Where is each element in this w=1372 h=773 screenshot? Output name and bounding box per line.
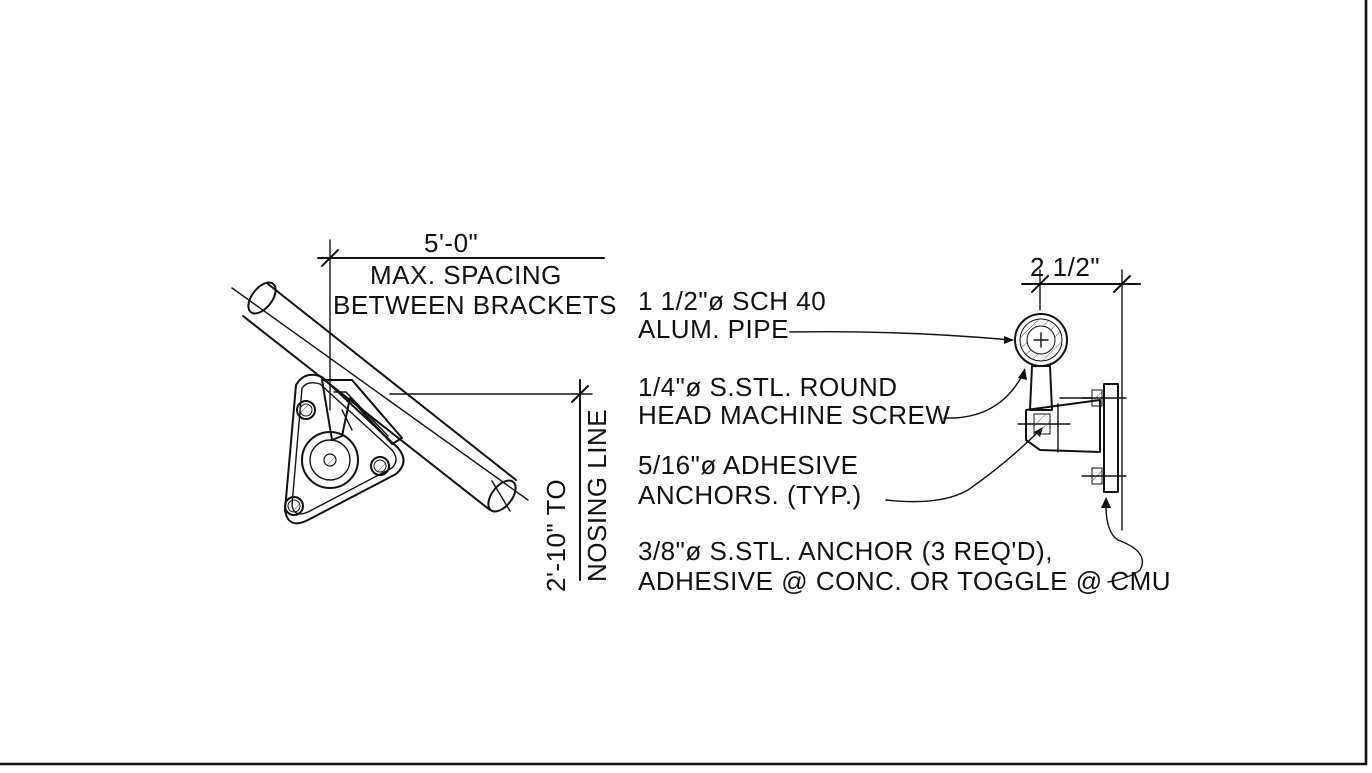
callout-notes: 1 1/2"ø SCH 40 ALUM. PIPE 1/4"ø S.STL. R…	[638, 286, 1171, 596]
callout-anchor-line2: ADHESIVE @ CONC. OR TOGGLE @ CMU	[638, 566, 1171, 596]
center-screw-icon	[323, 453, 337, 467]
anchor-bolt-icon	[370, 456, 390, 476]
section-view: 2 1/2"	[1014, 252, 1141, 531]
height-dimension-text: 2'-10" TO	[541, 479, 571, 592]
spacing-dimension-text: 5'-0"	[424, 228, 478, 258]
anchor-bolt-icon	[296, 400, 316, 420]
callout-screw-line2: HEAD MACHINE SCREW	[638, 400, 950, 430]
pipe-section	[1014, 313, 1068, 367]
bracket-section	[1017, 365, 1101, 453]
callout-anchors-line1: 5/16"ø ADHESIVE	[638, 450, 859, 480]
spacing-dimension: 5'-0" MAX. SPACING BETWEEN BRACKETS	[317, 228, 617, 411]
plan-view: 5'-0" MAX. SPACING BETWEEN BRACKETS	[231, 228, 617, 592]
callout-screw-line1: 1/4"ø S.STL. ROUND	[638, 372, 898, 402]
wall-plate	[284, 373, 405, 525]
leader-lines	[789, 330, 1144, 583]
handrail-pipe	[231, 281, 529, 513]
height-note-text: NOSING LINE	[582, 409, 612, 582]
wall-plate-section	[1059, 383, 1127, 493]
callout-pipe-line2: ALUM. PIPE	[638, 314, 789, 344]
offset-dimension: 2 1/2"	[1021, 252, 1141, 531]
anchor-bolt-icon	[1081, 467, 1127, 485]
callout-anchors-line2: ANCHORS. (TYP.)	[638, 480, 862, 510]
spacing-note-line2: BETWEEN BRACKETS	[333, 290, 617, 320]
spacing-note-line1: MAX. SPACING	[370, 260, 562, 290]
offset-dimension-text: 2 1/2"	[1030, 252, 1100, 282]
callout-pipe-line1: 1 1/2"ø SCH 40	[638, 286, 826, 316]
callout-anchor-line1: 3/8"ø S.STL. ANCHOR (3 REQ'D),	[638, 536, 1053, 566]
height-dimension: 2'-10" TO NOSING LINE	[389, 379, 612, 592]
anchor-bolt-icon	[284, 496, 304, 516]
